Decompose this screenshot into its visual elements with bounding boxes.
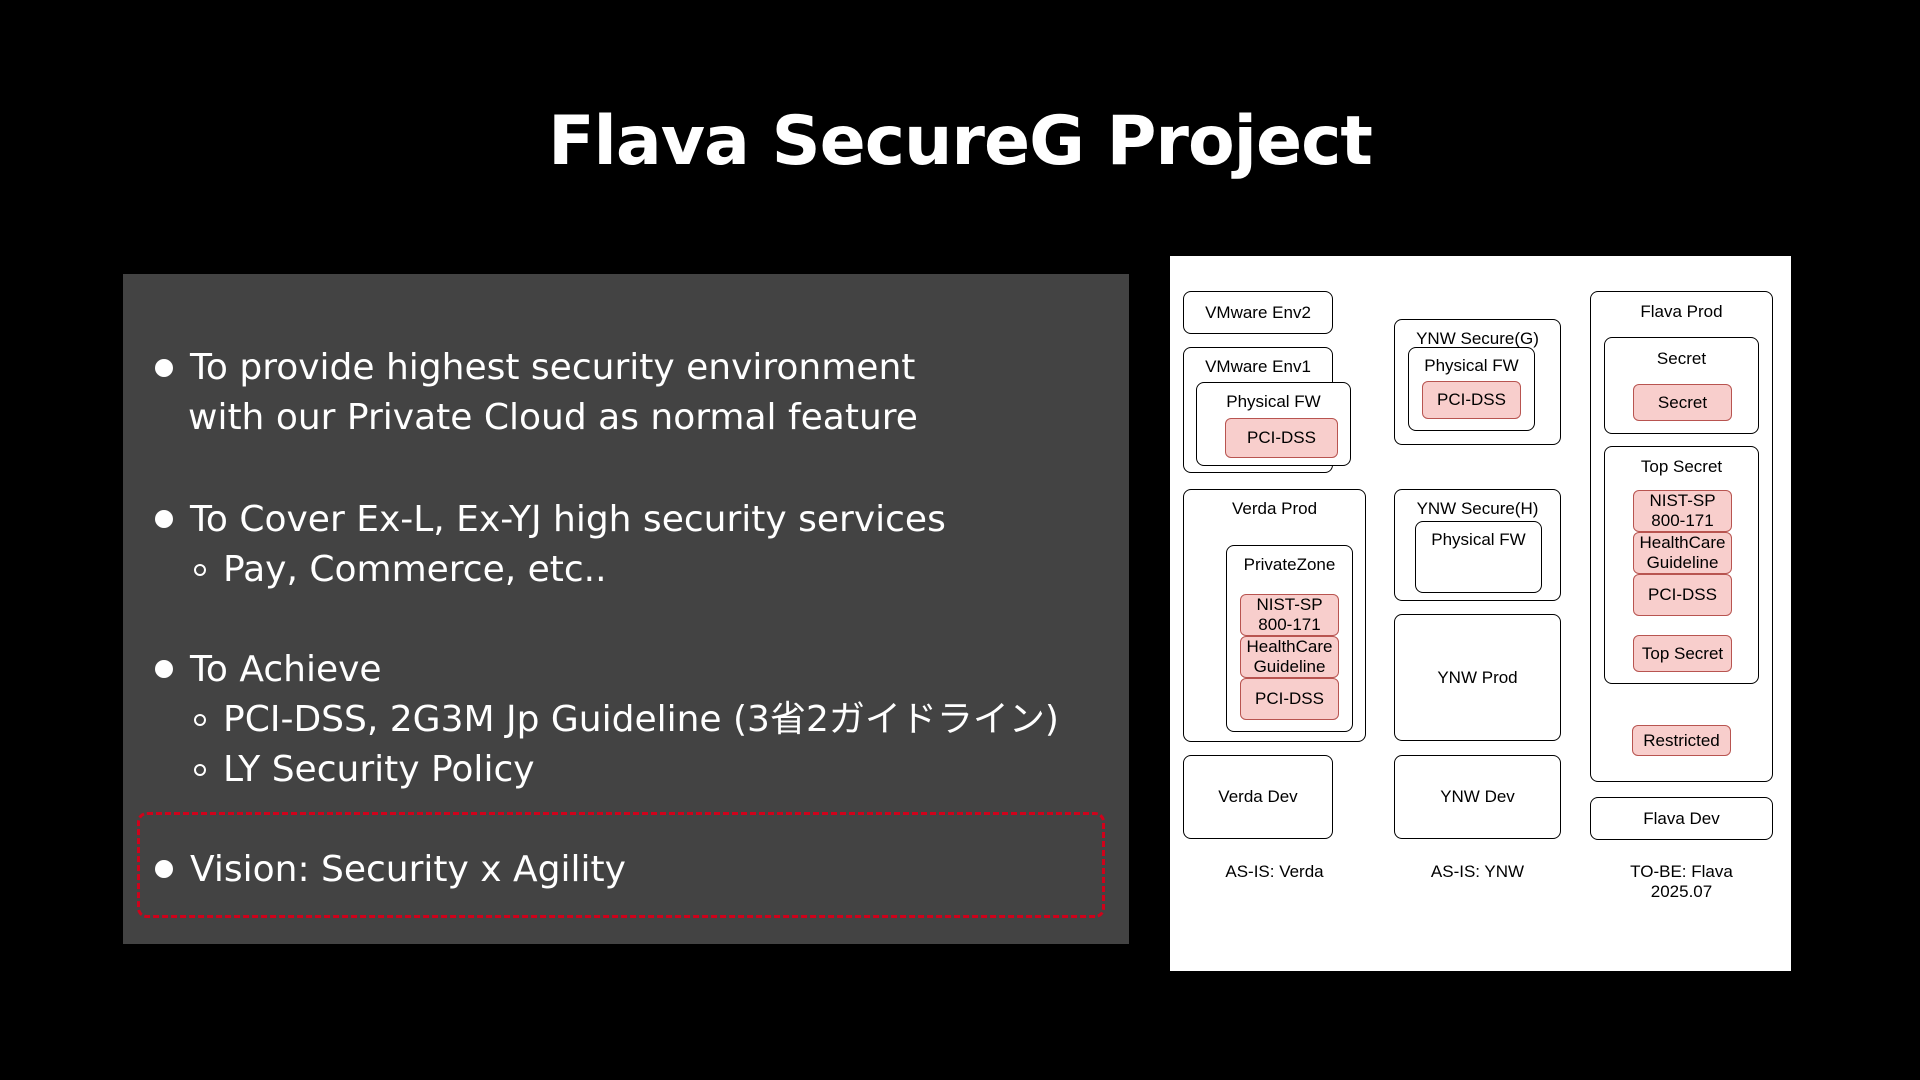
healthcare-guideline-tag: HealthCare Guideline <box>1240 636 1339 678</box>
bullet-1-line-2: with our Private Cloud as normal feature <box>188 397 918 438</box>
verda-dev-label: Verda Dev <box>1218 787 1298 807</box>
sub-bullet-circle-icon <box>194 564 206 576</box>
nist-sp-tag: NIST-SP 800-171 <box>1633 490 1732 532</box>
bullet-dot-icon <box>155 860 173 878</box>
flava-dev-box: Flava Dev <box>1590 797 1773 840</box>
ynw-secure-h-label: YNW Secure(H) <box>1416 499 1539 518</box>
bullet-3-sub-2: LY Security Policy <box>223 749 535 790</box>
bullet-2-sub-1: Pay, Commerce, etc.. <box>223 549 607 590</box>
physical-fw-h-box: Physical FW <box>1415 521 1542 593</box>
vmware-env2-box: VMware Env2 <box>1183 291 1333 334</box>
bullet-2: To Cover Ex-L, Ex-YJ high security servi… <box>190 499 946 540</box>
secret-group-label: Secret <box>1656 349 1707 368</box>
bullet-3: To Achieve <box>190 649 382 690</box>
ynw-prod-box: YNW Prod <box>1394 614 1561 741</box>
pci-dss-tag: PCI-DSS <box>1240 678 1339 720</box>
slide-title: Flava SecureG Project <box>548 102 1373 181</box>
sub-bullet-circle-icon <box>194 764 206 776</box>
physical-fw-g-box: Physical FW PCI-DSS <box>1408 347 1535 431</box>
bullet-3-sub-1: PCI-DSS, 2G3M Jp Guideline (3省2ガイドライン) <box>223 699 1059 740</box>
flava-dev-label: Flava Dev <box>1643 808 1720 828</box>
pci-dss-tag: PCI-DSS <box>1633 574 1732 616</box>
pci-dss-tag: PCI-DSS <box>1225 418 1338 458</box>
bullet-dot-icon <box>155 359 173 377</box>
top-secret-tag: Top Secret <box>1633 635 1732 672</box>
bullet-dot-icon <box>155 510 173 528</box>
verda-prod-label: Verda Prod <box>1231 499 1318 518</box>
secret-tag: Secret <box>1633 384 1732 421</box>
private-zone-box: PrivateZone NIST-SP 800-171 HealthCare G… <box>1226 545 1353 732</box>
vmware-env1-box: VMware Env1 Physical FW PCI-DSS <box>1183 347 1351 473</box>
vmware-env1-label: VMware Env1 <box>1205 357 1311 376</box>
physical-fw-label: Physical FW <box>1226 392 1321 411</box>
restricted-tag: Restricted <box>1632 725 1731 756</box>
top-secret-group-box: Top Secret NIST-SP 800-171 HealthCare Gu… <box>1604 446 1759 684</box>
physical-fw-box: Physical FW PCI-DSS <box>1196 382 1351 466</box>
pci-dss-tag: PCI-DSS <box>1422 381 1521 419</box>
ynw-secure-g-label: YNW Secure(G) <box>1416 329 1539 348</box>
flava-prod-label: Flava Prod <box>1640 302 1723 321</box>
flava-caption-line-2: 2025.07 <box>1650 882 1713 902</box>
bullet-vision: Vision: Security x Agility <box>190 849 626 890</box>
verda-dev-box: Verda Dev <box>1183 755 1333 839</box>
physical-fw-h-label: Physical FW <box>1431 530 1526 549</box>
top-secret-group-label: Top Secret <box>1640 457 1723 476</box>
vision-highlight-box <box>137 812 1105 918</box>
flava-prod-box: Flava Prod Secret Secret Top Secret NIST… <box>1590 291 1773 782</box>
flava-caption: TO-BE: Flava 2025.07 <box>1590 862 1773 903</box>
physical-fw-g-label: Physical FW <box>1424 356 1519 375</box>
ynw-secure-g-box: YNW Secure(G) Physical FW PCI-DSS <box>1394 319 1561 445</box>
ynw-prod-label: YNW Prod <box>1437 667 1518 687</box>
ynw-dev-label: YNW Dev <box>1440 787 1515 807</box>
bullet-1-line-1: To provide highest security environment <box>190 347 916 388</box>
vmware-env2-label: VMware Env2 <box>1205 302 1311 322</box>
ynw-caption: AS-IS: YNW <box>1430 862 1525 881</box>
ynw-dev-box: YNW Dev <box>1394 755 1561 839</box>
bullet-panel: To provide highest security environment … <box>123 274 1129 944</box>
verda-prod-box: Verda Prod PrivateZone NIST-SP 800-171 H… <box>1183 489 1366 742</box>
verda-caption: AS-IS: Verda <box>1225 862 1324 881</box>
sub-bullet-circle-icon <box>194 714 206 726</box>
flava-caption-line-1: TO-BE: Flava <box>1630 862 1733 881</box>
secret-group-box: Secret Secret <box>1604 337 1759 434</box>
private-zone-label: PrivateZone <box>1243 555 1336 574</box>
ynw-secure-h-box: YNW Secure(H) Physical FW <box>1394 489 1561 601</box>
bullet-dot-icon <box>155 660 173 678</box>
architecture-diagram: VMware Env2 VMware Env1 Physical FW PCI-… <box>1170 256 1791 971</box>
nist-sp-tag: NIST-SP 800-171 <box>1240 594 1339 636</box>
healthcare-guideline-tag: HealthCare Guideline <box>1633 532 1732 574</box>
